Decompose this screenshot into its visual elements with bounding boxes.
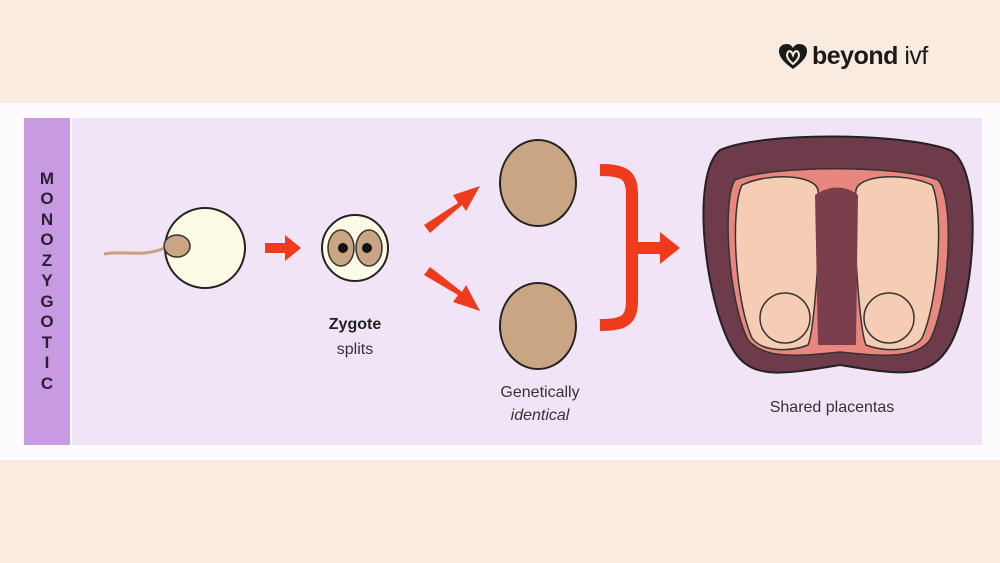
brand-name: beyond [812,42,898,70]
side-label-letter: G [40,291,54,311]
side-label-letter: O [40,230,54,250]
embryo-label: Genetically [500,384,580,401]
side-label-letter: I [44,353,50,373]
zygote-label: Zygote [328,316,382,333]
side-label-letter: Y [41,271,53,291]
uterus-with-twins [702,135,974,374]
side-label-letter: O [40,312,54,332]
side-label-letter: O [40,189,54,209]
embryo-sublabel: identical [510,407,570,424]
brand-suffix: ivf [904,42,928,70]
bracket-arrow-icon [599,164,680,331]
brand-logo: beyond ivf [778,42,928,71]
arrow-diagonal-down-icon [424,267,480,311]
side-label-letter: T [41,332,53,352]
arrow-right-icon [265,235,301,261]
side-label-letter: M [39,168,55,188]
embryo-top [499,139,577,227]
zygote-sublabel: splits [336,341,374,358]
side-label-letter: N [40,209,54,229]
side-label-letter: Z [41,250,53,270]
egg-with-sperm [103,207,246,289]
heart-logo-icon [779,43,807,69]
embryo-bottom [499,282,577,370]
side-label-letter: C [40,373,54,393]
arrow-diagonal-up-icon [424,186,480,233]
zygote-splitting [321,214,389,282]
uterus-label: Shared placentas [769,399,895,416]
